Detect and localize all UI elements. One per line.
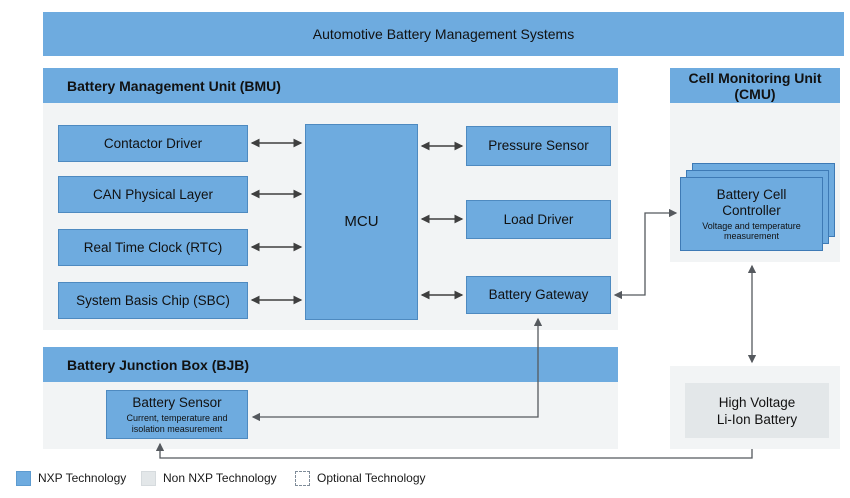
legend-label: Optional Technology xyxy=(317,471,426,485)
node-label: System Basis Chip (SBC) xyxy=(76,292,230,308)
node-battery-cell-controller: Battery Cell Controller Voltage and temp… xyxy=(680,177,823,251)
cmu-section-header: Cell Monitoring Unit (CMU) xyxy=(670,68,840,103)
node-battery-gateway: Battery Gateway xyxy=(466,276,611,314)
node-label: Battery Cell Controller xyxy=(716,186,787,218)
diagram-title: Automotive Battery Management Systems xyxy=(312,26,575,42)
nxp-swatch-icon xyxy=(16,470,31,486)
node-system-basis-chip: System Basis Chip (SBC) xyxy=(58,282,248,319)
node-can-physical-layer: CAN Physical Layer xyxy=(58,176,248,213)
node-contactor-driver: Contactor Driver xyxy=(58,125,248,162)
bjb-section-header: Battery Junction Box (BJB) xyxy=(43,347,618,382)
node-pressure-sensor: Pressure Sensor xyxy=(466,126,611,166)
node-label: Battery Gateway xyxy=(488,287,589,302)
cmu-section-title: Cell Monitoring Unit (CMU) xyxy=(688,69,822,102)
non-nxp-swatch-icon xyxy=(141,470,156,486)
node-label: High Voltage xyxy=(718,394,796,410)
legend-label: NXP Technology xyxy=(38,471,127,485)
node-sublabel: Current, temperature and isolation measu… xyxy=(126,413,228,434)
node-label: Real Time Clock (RTC) xyxy=(83,239,223,255)
node-battery-sensor: Battery Sensor Current, temperature and … xyxy=(106,390,248,439)
node-hv-li-ion-battery: High Voltage Li-Ion Battery xyxy=(685,383,829,438)
arrow-gateway-cell-controller xyxy=(613,208,678,300)
optional-swatch-icon xyxy=(295,470,310,486)
node-label: Contactor Driver xyxy=(103,135,203,151)
node-label: Li-Ion Battery xyxy=(716,411,798,427)
bmu-section-title: Battery Management Unit (BMU) xyxy=(67,77,281,94)
diagram-title-banner: Automotive Battery Management Systems xyxy=(43,12,844,56)
node-real-time-clock: Real Time Clock (RTC) xyxy=(58,229,248,266)
legend-item-nxp: NXP Technology xyxy=(16,470,126,486)
node-mcu: MCU xyxy=(305,124,418,320)
node-label: CAN Physical Layer xyxy=(92,186,214,202)
bmu-section-header: Battery Management Unit (BMU) xyxy=(43,68,618,103)
node-label: Load Driver xyxy=(503,211,574,227)
node-load-driver: Load Driver xyxy=(466,200,611,239)
legend-item-optional: Optional Technology xyxy=(295,470,426,486)
legend-item-non-nxp: Non NXP Technology xyxy=(141,470,277,486)
node-label: Pressure Sensor xyxy=(488,138,589,153)
legend-label: Non NXP Technology xyxy=(163,471,277,485)
node-label: MCU xyxy=(344,213,379,230)
node-label: Battery Sensor xyxy=(132,395,222,410)
bjb-section-title: Battery Junction Box (BJB) xyxy=(67,356,250,373)
node-sublabel: Voltage and temperature measurement xyxy=(702,220,801,242)
